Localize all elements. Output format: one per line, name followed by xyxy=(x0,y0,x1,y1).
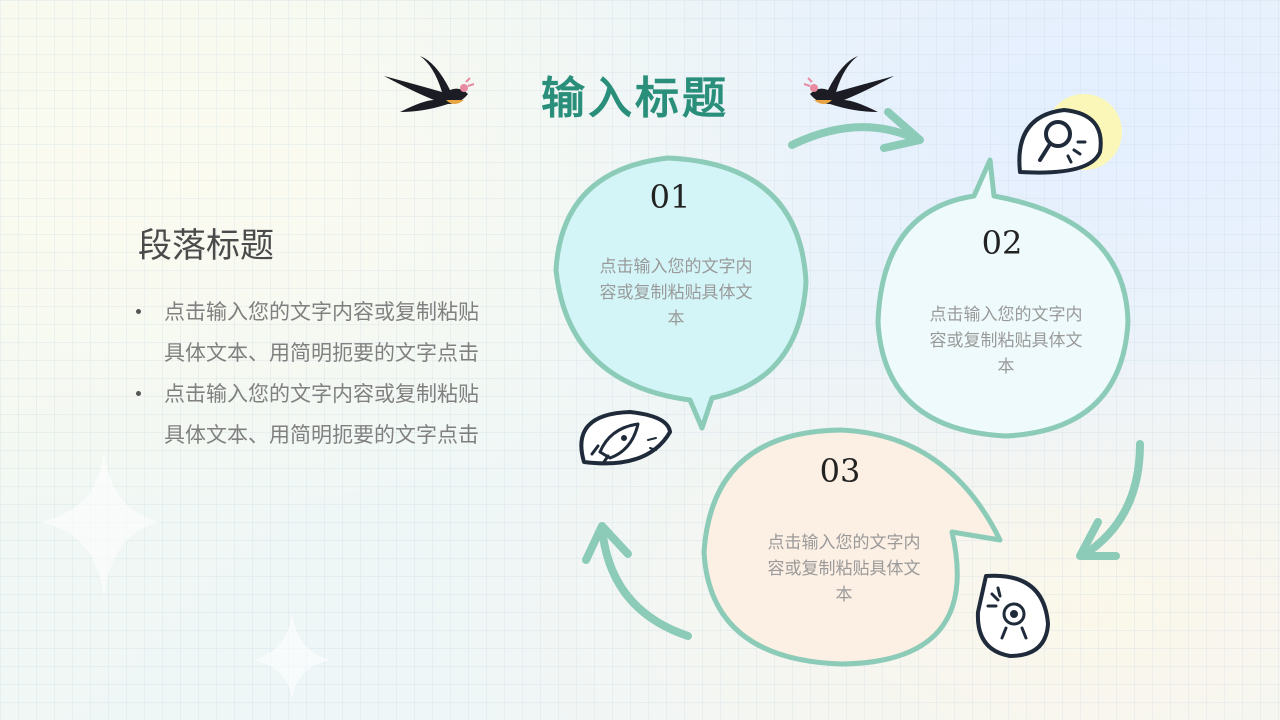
step-bubble-03 xyxy=(701,427,1003,667)
page-title: 输入标题 xyxy=(541,73,729,124)
arrow-right xyxy=(1078,440,1144,560)
bullet-item: 点击输入您的文字内容或复制粘贴具体文本、用简明扼要的文字点击 xyxy=(136,374,484,456)
arrow-top-head xyxy=(880,108,924,152)
sparkle-decoration xyxy=(40,450,330,700)
step-text-01: 点击输入您的文字内容或复制粘贴具体文本 xyxy=(599,257,753,329)
arrow-right-head xyxy=(1076,518,1120,560)
step-number-03: 03 xyxy=(819,452,861,490)
rocket-icon xyxy=(579,410,672,466)
arrow-left xyxy=(598,524,692,640)
step-number-01: 01 xyxy=(649,178,691,216)
target-icon xyxy=(975,573,1050,658)
bullet-list: 点击输入您的文字内容或复制粘贴具体文本、用简明扼要的文字点击 点击输入您的文字内… xyxy=(136,292,484,456)
paragraph-title: 段落标题 xyxy=(138,226,274,266)
swallow-icon xyxy=(384,56,475,112)
arrow-top xyxy=(788,123,922,149)
arrow-left-head xyxy=(582,522,632,564)
magnifier-icon xyxy=(1017,94,1122,175)
swallow-icon xyxy=(803,56,894,112)
step-text-03: 点击输入您的文字内容或复制粘贴具体文本 xyxy=(767,533,921,605)
cycle-arrows xyxy=(582,108,1144,640)
step-text-02: 点击输入您的文字内容或复制粘贴具体文本 xyxy=(929,305,1083,377)
step-number-02: 02 xyxy=(981,224,1023,262)
bullet-item: 点击输入您的文字内容或复制粘贴具体文本、用简明扼要的文字点击 xyxy=(136,292,484,374)
step-bubble-02 xyxy=(875,157,1131,439)
step-bubble-01 xyxy=(553,155,809,431)
